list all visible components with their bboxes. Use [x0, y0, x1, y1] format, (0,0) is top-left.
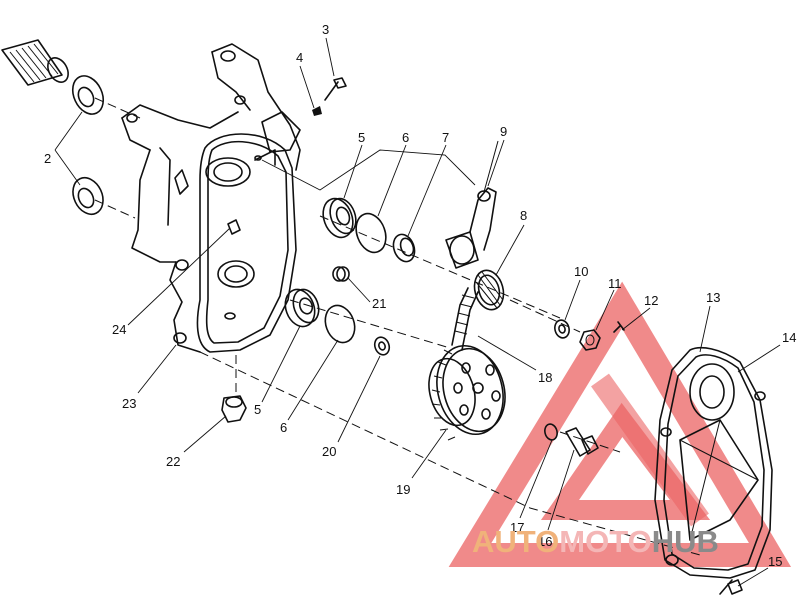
- callout-11: 11: [608, 276, 622, 291]
- seal-upper: [71, 75, 105, 115]
- bolt-3: [324, 77, 347, 101]
- nut-11: [579, 329, 601, 351]
- callout-12: 12: [644, 293, 658, 308]
- callout-9: 9: [500, 124, 507, 139]
- washer-10: [554, 319, 570, 339]
- logo-diagonal: [591, 373, 709, 527]
- watermark-logo: [448, 281, 792, 567]
- callout-5-upper: 5: [358, 130, 365, 145]
- spacer-21: [332, 266, 350, 282]
- callout-19: 19: [396, 482, 410, 497]
- chaincase-cover: [654, 346, 773, 579]
- callout-14: 14: [782, 330, 796, 345]
- washer-17: [544, 423, 558, 441]
- callout-10: 10: [574, 264, 588, 279]
- drive-shaft: [1, 39, 69, 86]
- o-ring-6-lower: [324, 304, 356, 344]
- callout-labels: 2 3 4 5 6 7 9 8 10 11 12 13 14 21 24 23 …: [44, 22, 796, 569]
- callout-22: 22: [166, 454, 180, 469]
- watermark-middle: MOTO: [559, 524, 651, 559]
- bolt-16: [565, 427, 599, 457]
- callout-16: 16: [538, 534, 552, 549]
- callout-2: 2: [44, 151, 51, 166]
- center-lines: [94, 97, 701, 556]
- callout-15: 15: [768, 554, 782, 569]
- tensioner-arm-9: [445, 140, 499, 269]
- callout-18: 18: [538, 370, 552, 385]
- callout-23: 23: [122, 396, 136, 411]
- bearing-5-upper: [322, 197, 357, 239]
- callout-7: 7: [442, 130, 449, 145]
- callout-4: 4: [296, 50, 303, 65]
- bolt-15: [719, 579, 743, 595]
- chaincase-housing: [121, 43, 301, 353]
- callout-6-upper: 6: [402, 130, 409, 145]
- leader-lines: [54, 37, 781, 587]
- callout-3: 3: [322, 22, 329, 37]
- upper-axis-line: [261, 149, 476, 191]
- watermark-prefix: AUTO: [472, 524, 559, 559]
- callout-5-lower: 5: [254, 402, 261, 417]
- callout-13: 13: [706, 290, 720, 305]
- washer-4: [312, 106, 322, 116]
- watermark-suffix: HUB: [652, 524, 719, 559]
- callout-20: 20: [322, 444, 336, 459]
- callout-24: 24: [112, 322, 126, 337]
- seal-lower: [72, 176, 104, 216]
- drain-plug-22: [221, 395, 247, 423]
- callout-17: 17: [510, 520, 524, 535]
- o-ring-6-upper: [355, 212, 387, 254]
- drive-sprocket-8: [473, 269, 505, 311]
- callout-21: 21: [372, 296, 386, 311]
- bearing-5-lower: [284, 288, 320, 328]
- callout-6-lower: 6: [280, 420, 287, 435]
- bushing-7: [392, 233, 416, 263]
- callout-8: 8: [520, 208, 527, 223]
- driven-sprocket-19: [428, 344, 506, 441]
- logo-outer-triangle: [448, 281, 792, 567]
- watermark-text: AUTOMOTOHUB: [472, 524, 719, 559]
- chain-18: [451, 287, 479, 351]
- washer-20: [373, 336, 391, 356]
